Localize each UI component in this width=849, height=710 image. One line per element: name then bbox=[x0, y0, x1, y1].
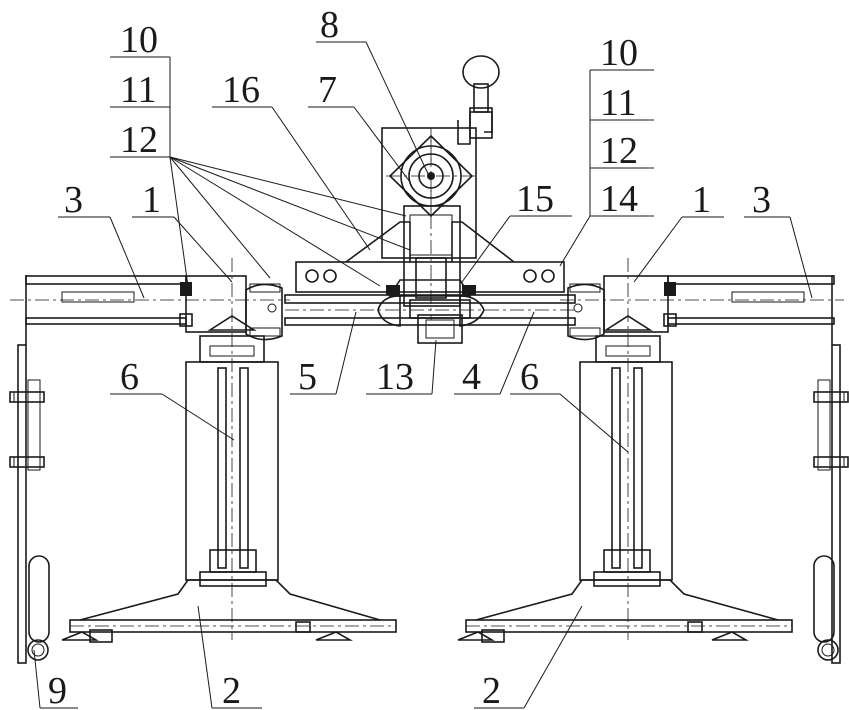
label-10-right: 10 bbox=[600, 32, 638, 74]
label-8: 8 bbox=[320, 4, 339, 46]
right-gear-housing bbox=[567, 258, 677, 640]
label-9: 9 bbox=[48, 670, 67, 710]
label-12-right: 12 bbox=[600, 130, 638, 172]
right-skid bbox=[813, 555, 839, 661]
right-drum bbox=[579, 361, 673, 587]
label-5: 5 bbox=[298, 356, 317, 398]
hand-lever bbox=[457, 55, 500, 145]
label-13: 13 bbox=[376, 356, 414, 398]
label-11-right: 11 bbox=[600, 82, 637, 124]
label-10-left: 10 bbox=[120, 19, 158, 61]
right-bolt-lower bbox=[813, 456, 849, 468]
label-3-left: 3 bbox=[64, 179, 83, 221]
central-gearbox bbox=[295, 140, 565, 327]
label-1-right: 1 bbox=[692, 179, 711, 221]
right-cutter-disc bbox=[457, 579, 793, 643]
center-cross-tube bbox=[284, 294, 576, 344]
label-11-left: 11 bbox=[120, 69, 157, 111]
leader-lines bbox=[33, 41, 813, 709]
left-arm-tube bbox=[10, 275, 290, 325]
label-7: 7 bbox=[318, 69, 337, 111]
label-14: 14 bbox=[600, 178, 638, 220]
label-3-right: 3 bbox=[752, 179, 771, 221]
label-2-left: 2 bbox=[222, 670, 241, 710]
left-skid bbox=[27, 555, 50, 661]
left-cutter-disc bbox=[61, 579, 397, 643]
left-side-frame bbox=[9, 275, 50, 664]
label-4: 4 bbox=[462, 356, 481, 398]
right-side-frame bbox=[813, 275, 849, 664]
label-16: 16 bbox=[222, 69, 260, 111]
label-15: 15 bbox=[516, 178, 554, 220]
left-bolt-upper bbox=[9, 391, 45, 403]
right-bolt-upper bbox=[813, 391, 849, 403]
label-1-left: 1 bbox=[142, 179, 161, 221]
top-gearbox bbox=[381, 127, 477, 259]
label-6-left: 6 bbox=[120, 356, 139, 398]
left-bolt-lower bbox=[9, 456, 45, 468]
left-gear-housing bbox=[179, 258, 283, 640]
right-arm-tube bbox=[560, 275, 844, 325]
label-2-right: 2 bbox=[482, 670, 501, 710]
label-6-right: 6 bbox=[520, 356, 539, 398]
part-labels: 10 11 12 16 7 8 10 11 12 14 15 3 1 1 3 5… bbox=[48, 4, 771, 710]
label-12-left: 12 bbox=[120, 119, 158, 161]
